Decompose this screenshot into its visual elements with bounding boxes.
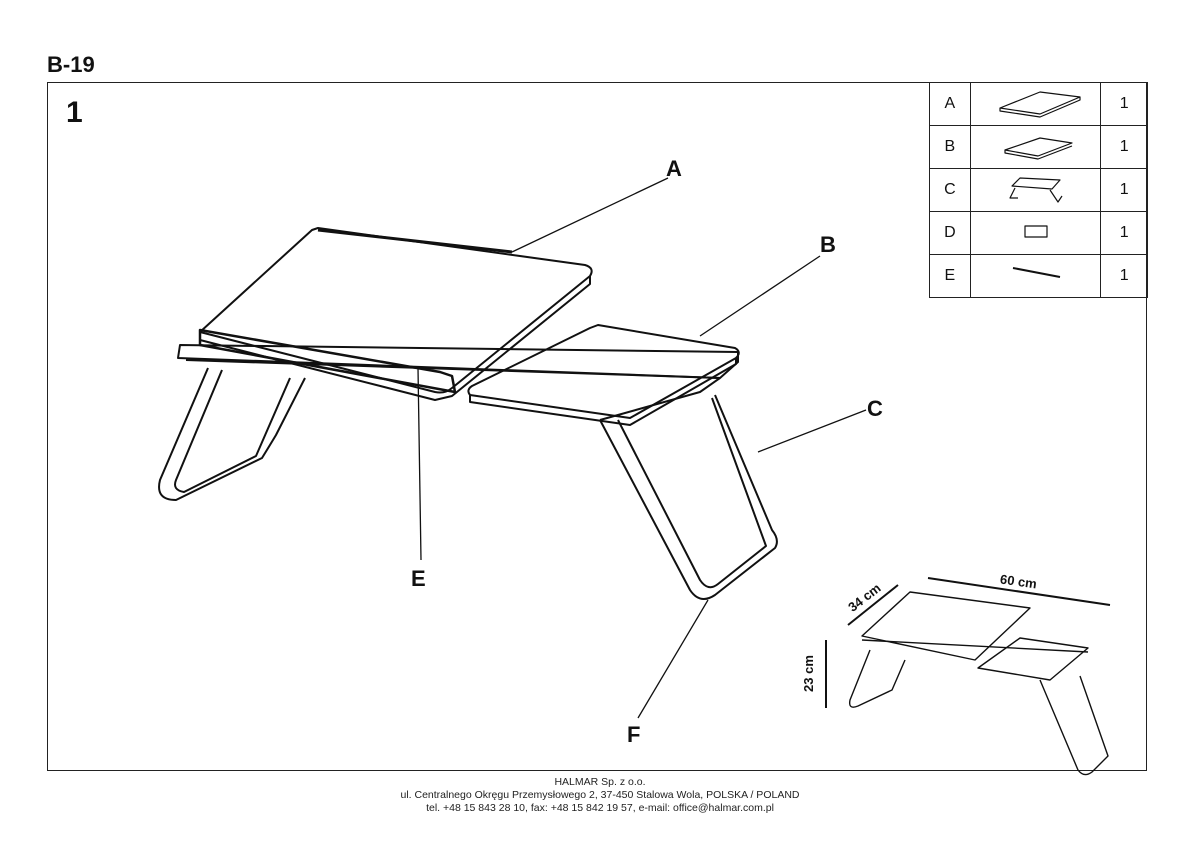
model-number: B-19 bbox=[47, 52, 95, 77]
part-quantity: 1 bbox=[1100, 125, 1148, 169]
part-quantity: 1 bbox=[1100, 168, 1148, 212]
callout-e: E bbox=[411, 566, 426, 591]
part-letter: E bbox=[929, 254, 971, 298]
panel-a bbox=[198, 227, 593, 401]
diagram-frame bbox=[47, 82, 1147, 771]
part-e-icon bbox=[969, 254, 1102, 298]
leader-lines bbox=[417, 177, 867, 719]
part-letter: C bbox=[929, 168, 971, 212]
part-a-icon bbox=[969, 82, 1102, 126]
part-letter: D bbox=[929, 211, 971, 255]
part-quantity: 1 bbox=[1100, 211, 1148, 255]
part-letter: A bbox=[929, 82, 971, 126]
callout-b: B bbox=[820, 232, 836, 257]
footer-address: ul. Centralnego Okręgu Przemysłowego 2, … bbox=[400, 789, 800, 801]
part-d-icon bbox=[969, 211, 1102, 255]
part-letter: B bbox=[929, 125, 971, 169]
footer-company: HALMAR Sp. z o.o. bbox=[554, 776, 646, 788]
footer-contact: tel. +48 15 843 28 10, fax: +48 15 842 1… bbox=[426, 802, 774, 814]
part-quantity: 1 bbox=[1100, 254, 1148, 298]
panel-b bbox=[467, 324, 740, 426]
dimension-drawing bbox=[825, 577, 1111, 776]
part-c-icon bbox=[969, 168, 1102, 212]
tray-frame bbox=[158, 344, 778, 600]
callout-c: C bbox=[867, 396, 883, 421]
part-b-icon bbox=[969, 125, 1102, 169]
callout-f: F bbox=[627, 722, 641, 747]
footer: HALMAR Sp. z o.o. ul. Centralnego Okręgu… bbox=[0, 776, 1200, 815]
dimension-height: 23 cm bbox=[800, 655, 816, 692]
step-number: 1 bbox=[66, 96, 83, 129]
dimension-arrows bbox=[825, 577, 1111, 708]
callout-a: A bbox=[666, 156, 682, 181]
part-quantity: 1 bbox=[1100, 82, 1148, 126]
